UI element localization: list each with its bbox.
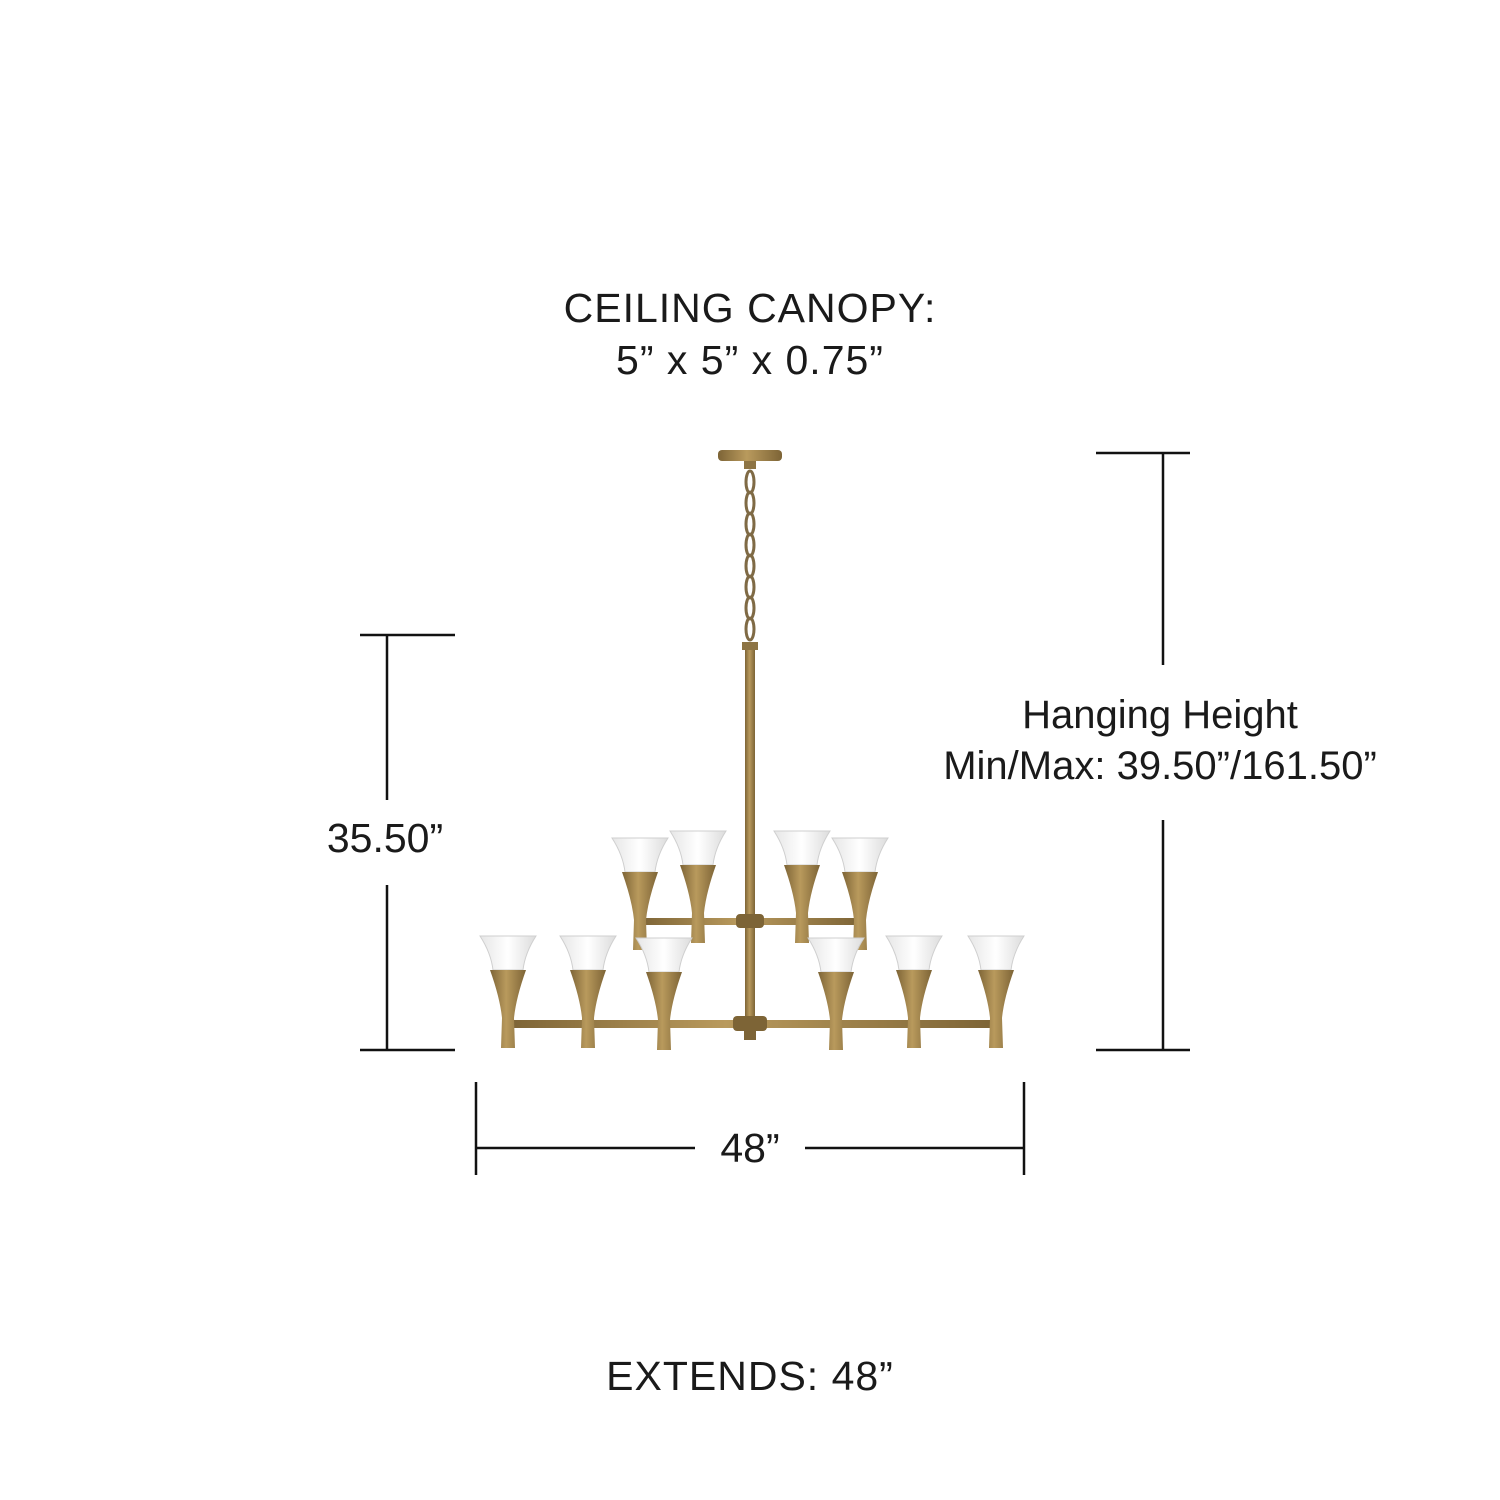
canopy-size: 5” x 5” x 0.75” [616, 337, 884, 384]
extends-label: EXTENDS: 48” [606, 1353, 894, 1399]
chandelier-illustration [479, 450, 1025, 1051]
hanging-height-title: Hanging Height [1022, 693, 1298, 737]
canopy-dimension-label: CEILING CANOPY: 5” x 5” x 0.75” [450, 282, 1050, 387]
fixture-width-label: 48” [720, 1125, 780, 1171]
hanging-height-dimension [1096, 451, 1190, 1052]
fixture-height-dimension [360, 633, 455, 1052]
hanging-height-label: Hanging Height Min/Max: 39.50”/161.50” [900, 690, 1420, 792]
fixture-width-dimension [474, 1082, 1026, 1175]
fixture-height-label: 35.50” [326, 815, 444, 861]
canopy-title: CEILING CANOPY: [563, 285, 937, 331]
hanging-height-range: Min/Max: 39.50”/161.50” [943, 744, 1377, 789]
